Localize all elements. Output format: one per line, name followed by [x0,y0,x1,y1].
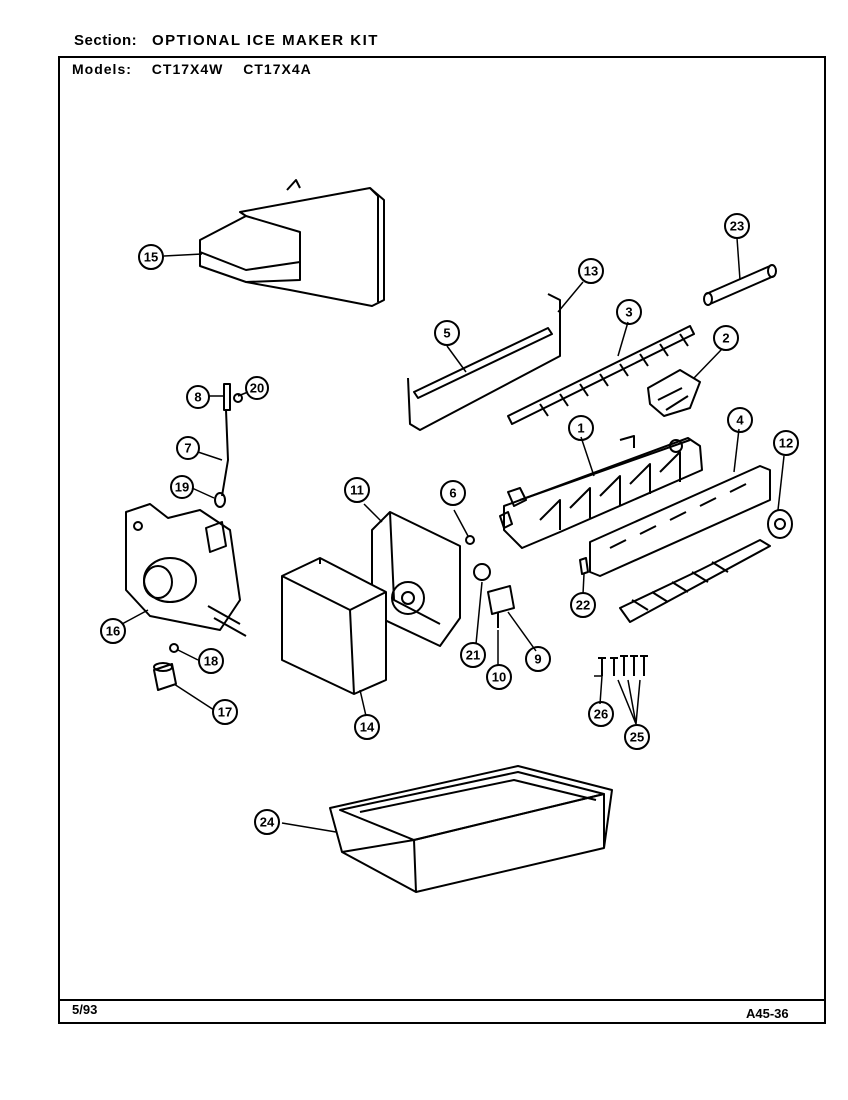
callout-label: 6 [449,486,456,501]
callout-label: 24 [260,815,275,830]
callout-label: 19 [175,480,189,495]
footer-code: A45-36 [746,1006,789,1021]
callout-label: 14 [360,720,375,735]
callout-24 [254,809,280,835]
part-screws [598,655,648,676]
callout-13 [578,258,604,284]
callout-label: 16 [106,624,120,639]
callout-23 [724,213,750,239]
part-fill-tube [214,383,243,508]
callout-22 [570,592,596,618]
section-title: OPTIONAL ICE MAKER KIT [152,32,379,49]
callout-label: 25 [630,730,644,745]
callout-label: 21 [466,648,480,663]
part-2-stripper [647,369,701,417]
part-13-feeler-arm [407,293,561,431]
part-4-heater [589,465,771,623]
callout-12 [773,430,799,456]
part-24-ice-bin [329,765,613,893]
part-15-shutoff-housing [199,179,385,307]
small-parts [465,511,589,628]
callout-label: 9 [534,652,541,667]
part-11-module [371,511,461,647]
callout-15 [138,244,164,270]
section-label: Section: [74,32,138,49]
part-14-cover [281,557,387,695]
callout-20 [245,376,269,400]
callout-4 [727,407,753,433]
callout-1 [568,415,594,441]
callout-label: 1 [577,421,584,436]
callout-14 [354,714,380,740]
callout-label: 22 [576,598,590,613]
callout-9 [525,646,551,672]
callouts [100,213,799,835]
callout-label: 15 [144,250,158,265]
models-label: Models: [72,61,132,77]
part-9-lever [487,585,515,615]
models-row: Models: CT17X4W CT17X4A [72,61,328,77]
part-21-gear [473,563,491,581]
diagram-frame [58,56,826,1024]
footer-date: 5/93 [72,1002,98,1017]
callout-6 [440,480,466,506]
callout-label: 12 [779,436,793,451]
part-1-mold [503,435,703,549]
part-7-tube [221,409,229,497]
part-16-water-valve [125,503,247,637]
part-26-screws [598,657,618,676]
callout-label: 23 [730,219,744,234]
callout-5 [434,320,460,346]
callout-label: 20 [250,381,264,396]
callout-21 [460,642,486,668]
callout-label: 13 [584,264,598,279]
part-6-screw [465,535,475,545]
callout-label: 3 [625,305,632,320]
part-22-clip [579,557,589,575]
callout-8 [186,385,210,409]
callout-16 [100,618,126,644]
callout-3 [616,299,642,325]
callout-label: 11 [350,483,364,498]
callout-19 [170,475,194,499]
callout-label: 2 [722,331,729,346]
part-3-ejector [507,325,695,425]
model-number: CT17X4A [243,61,312,77]
callout-25 [624,724,650,750]
callout-label: 10 [492,670,506,685]
part-12-thermostat [767,509,793,539]
part-23-tube [703,264,777,306]
callout-label: 17 [218,705,232,720]
callout-11 [344,477,370,503]
callout-label: 5 [443,326,450,341]
part-17-fitting [153,662,177,691]
callout-label: 18 [204,654,218,669]
callout-label: 8 [194,390,201,405]
callout-18 [198,648,224,674]
callout-label: 4 [736,413,744,428]
callout-10 [486,664,512,690]
callout-label: 26 [594,707,608,722]
callout-17 [212,699,238,725]
callout-7 [176,436,200,460]
model-number: CT17X4W [151,61,224,77]
callout-label: 7 [184,441,191,456]
part-5-rod [413,327,553,399]
part-8-fitting [223,383,231,411]
part-18-grommet [169,643,179,653]
callout-26 [588,701,614,727]
part-20-nut [233,393,243,403]
callout-2 [713,325,739,351]
part-19-sleeve [214,492,226,508]
leader-lines [121,237,785,833]
part-25-screws [620,655,648,676]
